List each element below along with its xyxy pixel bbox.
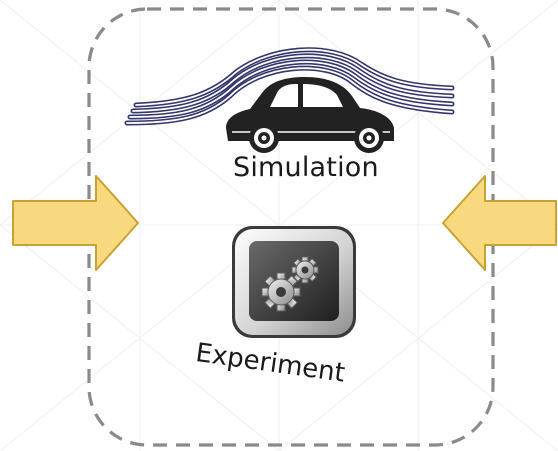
simulation-label: Simulation xyxy=(233,152,379,183)
car-airflow-icon xyxy=(124,47,455,153)
left-arrow-icon xyxy=(442,175,557,271)
right-arrow-icon xyxy=(12,175,139,271)
gears-app-icon xyxy=(232,226,356,338)
